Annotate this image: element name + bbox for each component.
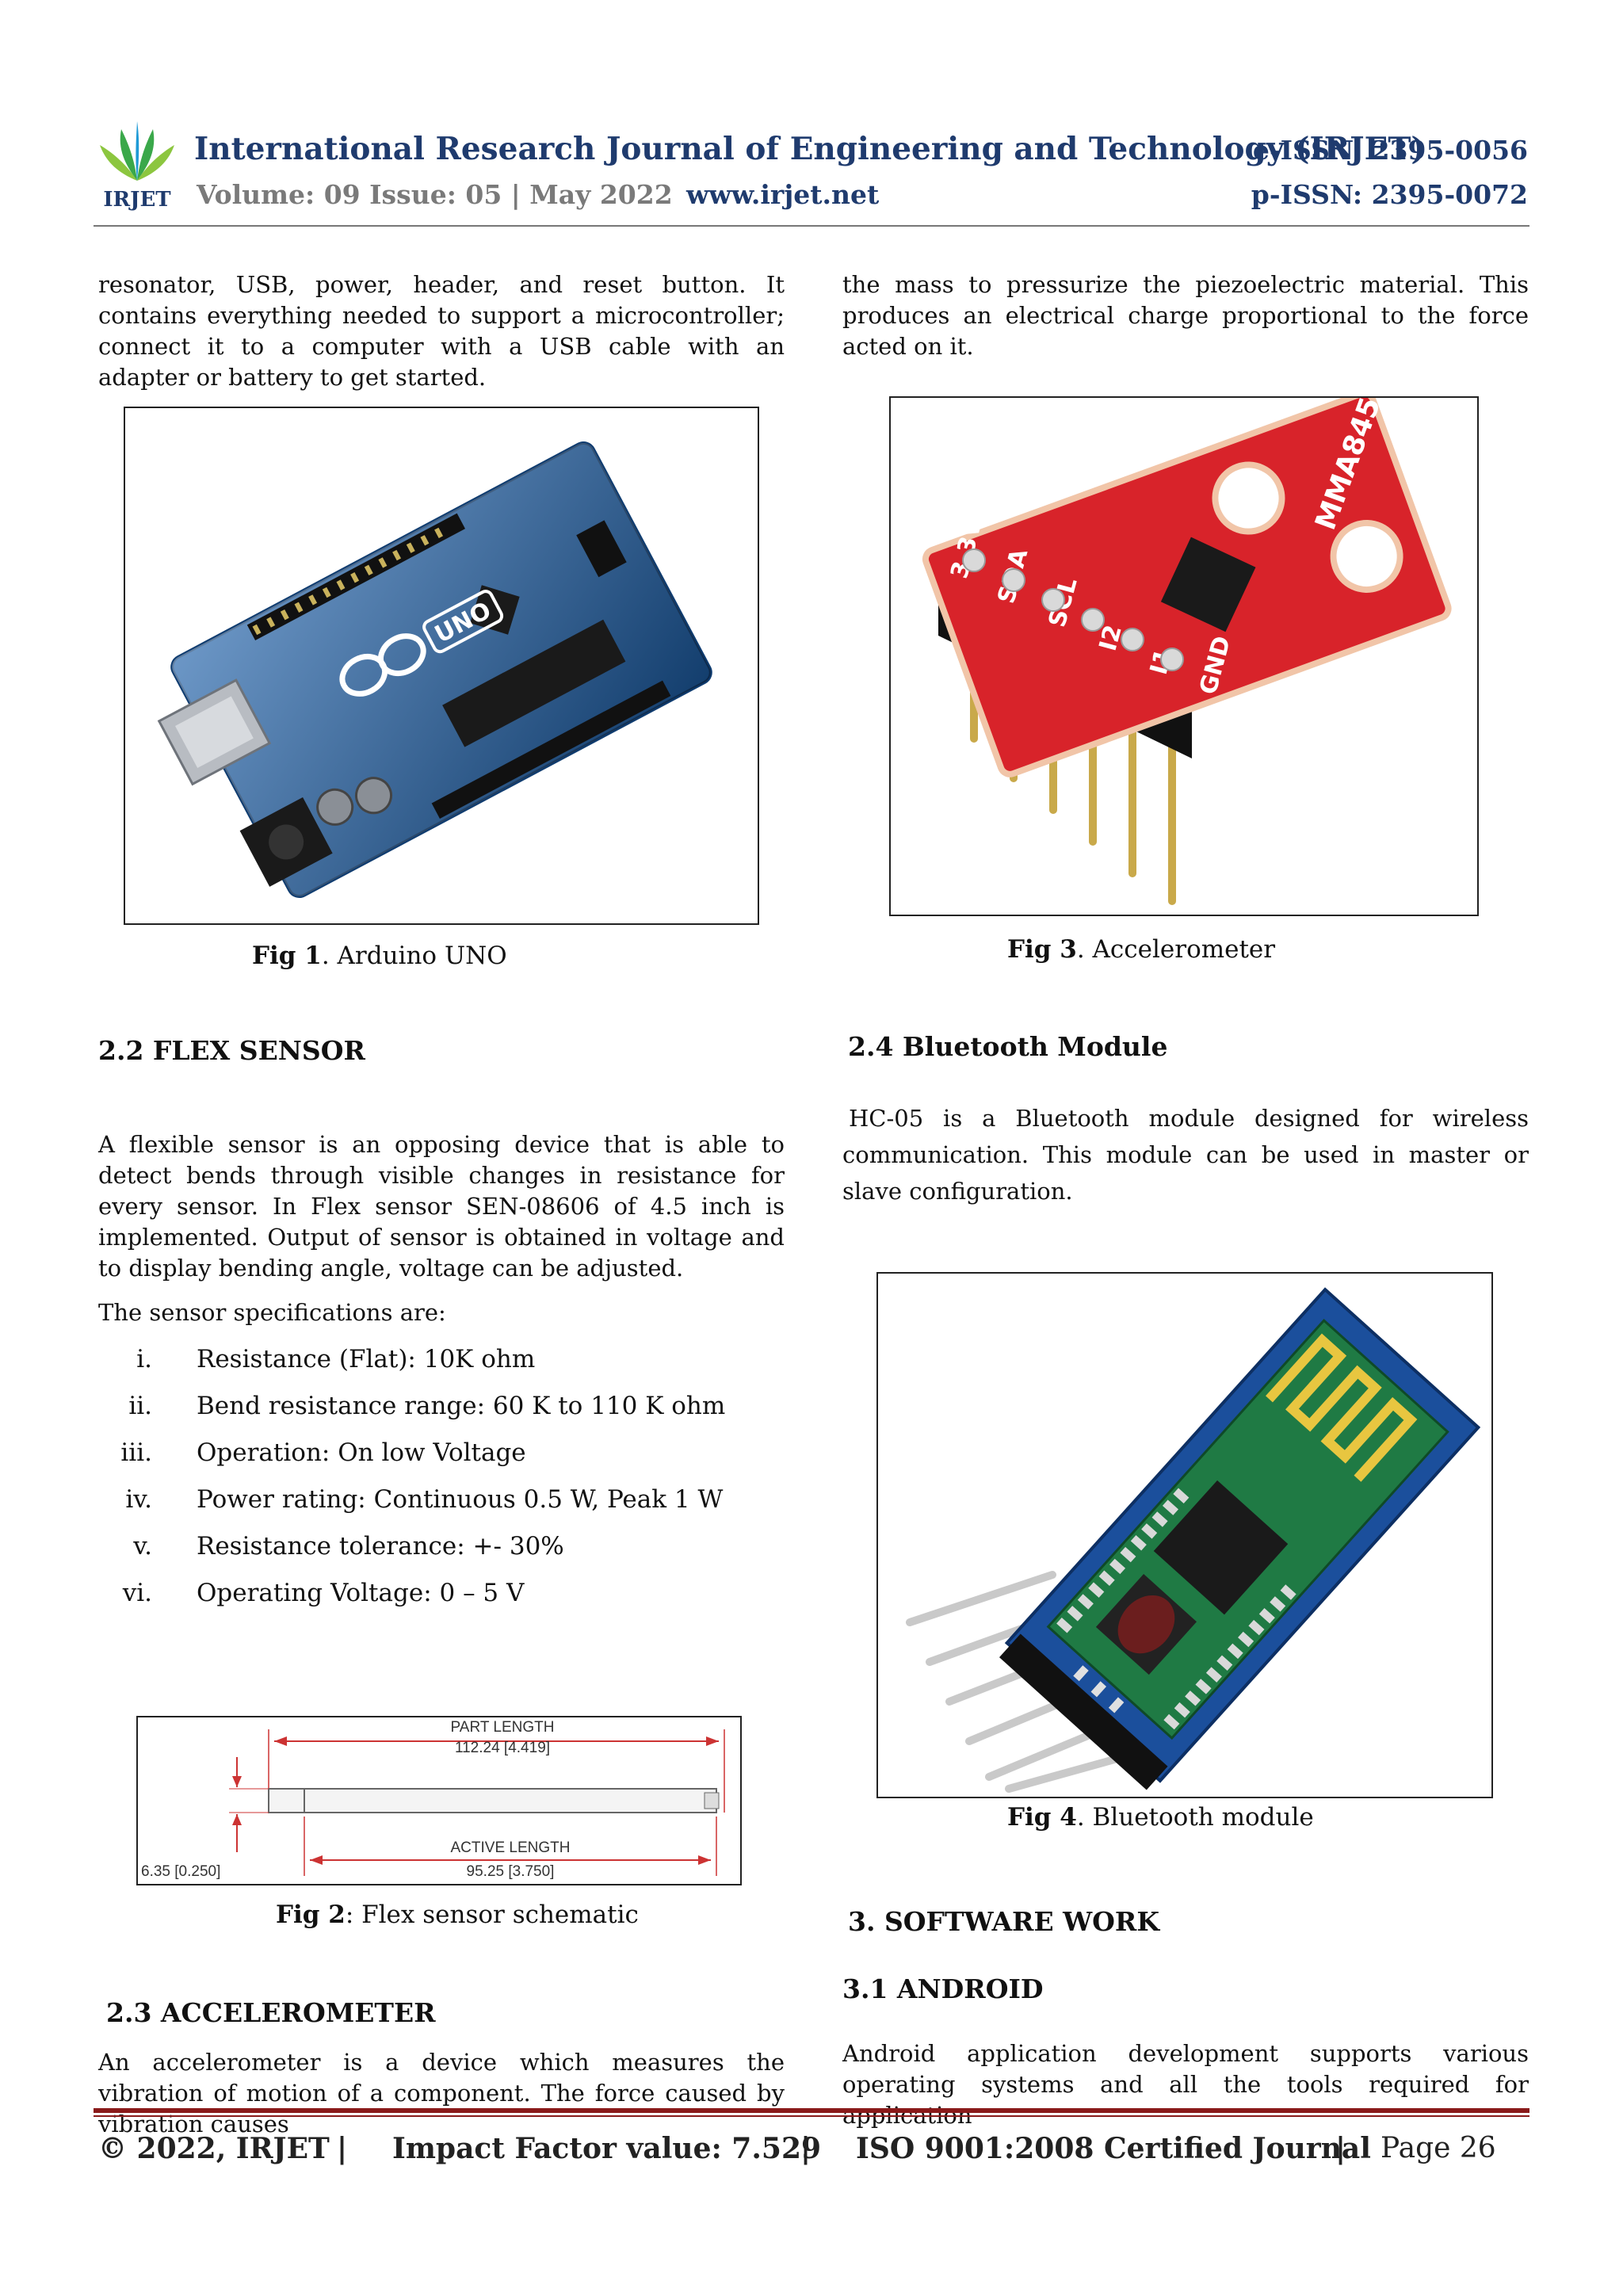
bluetooth-paragraph: HC-05 is a Bluetooth module designed for… <box>842 1105 1529 1205</box>
accelerometer-paragraph: An accelerometer is a device which measu… <box>98 2049 785 2137</box>
svg-text:95.25 [3.750]: 95.25 [3.750] <box>467 1863 555 1880</box>
android-heading: 3.1 ANDROID <box>842 1973 1044 2004</box>
footer-iso: ISO 9001:2008 Certified Journal <box>856 2132 1371 2165</box>
flex-sensor-heading: 2.2 FLEX SENSOR <box>98 1035 365 1066</box>
svg-text:112.24 [4.419]: 112.24 [4.419] <box>455 1740 550 1756</box>
footer-impact-factor: Impact Factor value: 7.529 <box>392 2132 822 2165</box>
figure-accelerometer: MMA8452 3.3V SDA SCL I2 I1 GND <box>889 396 1479 916</box>
fig4-caption: Fig 4. Bluetooth module <box>1007 1803 1314 1832</box>
svg-text:IRJET: IRJET <box>103 188 171 212</box>
spec-intro: The sensor specifications are: <box>98 1299 446 1326</box>
footer-page-number: Page 26 <box>1381 2132 1496 2164</box>
fig3-caption: Fig 3. Accelerometer <box>1007 935 1276 964</box>
spec-list: i.Resistance (Flat): 10K ohm ii.Bend res… <box>120 1345 726 1607</box>
android-paragraph: Android application development supports… <box>842 2040 1529 2129</box>
footer-separator: | <box>1335 2132 1346 2165</box>
p-issn: p-ISSN: 2395-0072 <box>1251 179 1528 210</box>
flex-sensor-paragraph: A flexible sensor is an opposing device … <box>98 1131 785 1282</box>
footer-divider <box>94 2108 1529 2113</box>
figure-arduino-uno: UNO <box>124 407 759 925</box>
footer-separator: | <box>337 2132 348 2165</box>
header-divider <box>94 225 1529 227</box>
footer-copyright: © 2022, IRJET <box>98 2132 330 2165</box>
figure-flex-schematic: PART LENGTH 112.24 [4.419] 6.35 [0.250] … <box>136 1716 742 1885</box>
accelerometer-heading: 2.3 ACCELEROMETER <box>106 1997 436 2028</box>
svg-text:ACTIVE LENGTH: ACTIVE LENGTH <box>451 1839 571 1856</box>
fig1-caption: Fig 1. Arduino UNO <box>252 942 507 970</box>
fig2-caption: Fig 2: Flex sensor schematic <box>276 1901 639 1929</box>
svg-text:6.35 [0.250]: 6.35 [0.250] <box>141 1863 220 1880</box>
volume-issue: Volume: 09 Issue: 05 | May 2022 <box>197 179 673 210</box>
svg-text:PART LENGTH: PART LENGTH <box>451 1719 555 1736</box>
intro-paragraph-right: the mass to pressurize the piezoelectric… <box>842 271 1529 360</box>
software-work-heading: 3. SOFTWARE WORK <box>848 1906 1160 1937</box>
bluetooth-heading: 2.4 Bluetooth Module <box>848 1031 1168 1062</box>
journal-website[interactable]: www.irjet.net <box>686 179 880 210</box>
footer-divider-thin <box>94 2115 1529 2117</box>
e-issn: e-ISSN: 2395-0056 <box>1252 135 1528 166</box>
footer-separator: | <box>800 2132 812 2165</box>
journal-title: International Research Journal of Engine… <box>194 131 1426 167</box>
intro-paragraph-left: resonator, USB, power, header, and reset… <box>98 271 785 391</box>
figure-bluetooth-module <box>876 1272 1493 1798</box>
irjet-logo: IRJET <box>94 117 181 212</box>
